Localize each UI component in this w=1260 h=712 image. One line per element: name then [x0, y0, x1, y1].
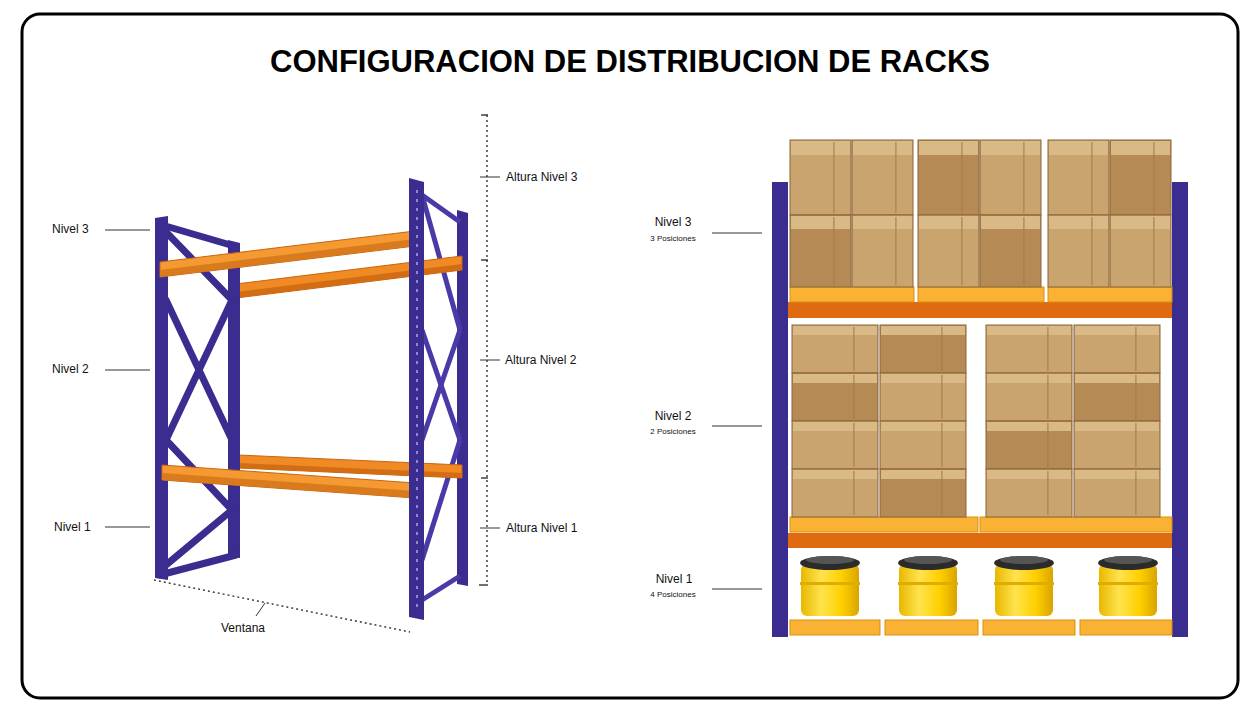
- pallet: [790, 517, 978, 532]
- cardboard-box: [986, 469, 1072, 517]
- cardboard-box: [1110, 140, 1171, 215]
- pallet: [1080, 620, 1172, 635]
- drum: [898, 556, 958, 616]
- level-label: Nivel 3: [655, 216, 692, 228]
- cardboard-box: [1074, 373, 1160, 421]
- dimension-label: Ventana: [221, 622, 265, 634]
- pallet: [790, 620, 880, 635]
- level-label: Nivel 2: [655, 410, 692, 422]
- diagram-title: CONFIGURACION DE DISTRIBUCION DE RACKS: [0, 46, 1260, 77]
- leader-lines: [712, 233, 762, 589]
- level-label: Nivel 1: [54, 521, 91, 533]
- height-label: Altura Nivel 3: [506, 171, 577, 183]
- pallet: [983, 620, 1075, 635]
- cardboard-box: [792, 325, 878, 373]
- rack-front: [772, 182, 1188, 637]
- frame-border: [22, 14, 1238, 698]
- leader-lines: [105, 177, 500, 616]
- rack-3d: [155, 178, 468, 620]
- cardboard-box: [918, 140, 979, 215]
- cardboard-box: [792, 373, 878, 421]
- level-label: Nivel 2: [52, 363, 89, 375]
- rack-load: [790, 140, 1172, 635]
- cardboard-box: [790, 140, 851, 215]
- cardboard-box: [852, 140, 913, 215]
- cardboard-box: [1074, 469, 1160, 517]
- cardboard-box: [1048, 140, 1109, 215]
- cardboard-box: [880, 373, 966, 421]
- cardboard-box: [880, 325, 966, 373]
- positions-note: 2 Posiciones: [650, 428, 695, 436]
- cardboard-box: [986, 421, 1072, 469]
- cardboard-box: [1110, 215, 1171, 287]
- dimension-lines: [154, 115, 488, 632]
- cardboard-box: [792, 469, 878, 517]
- drum: [1098, 556, 1158, 616]
- cardboard-box: [980, 215, 1041, 287]
- cardboard-box: [1048, 215, 1109, 287]
- drum: [994, 556, 1054, 616]
- cardboard-box: [790, 215, 851, 287]
- pallet: [1048, 287, 1172, 302]
- drum: [800, 556, 860, 616]
- level-label: Nivel 3: [52, 223, 89, 235]
- pallet: [885, 620, 978, 635]
- level-label: Nivel 1: [656, 573, 693, 585]
- cardboard-box: [918, 215, 979, 287]
- pallet: [790, 287, 914, 302]
- positions-note: 3 Posiciones: [650, 235, 695, 243]
- cardboard-box: [792, 421, 878, 469]
- cardboard-box: [1074, 325, 1160, 373]
- cardboard-box: [1074, 421, 1160, 469]
- cardboard-box: [980, 140, 1041, 215]
- pallet: [918, 287, 1044, 302]
- cardboard-box: [880, 469, 966, 517]
- height-label: Altura Nivel 1: [506, 522, 577, 534]
- positions-note: 4 Posiciones: [650, 591, 695, 599]
- pallet: [980, 517, 1172, 532]
- cardboard-box: [852, 215, 913, 287]
- cardboard-box: [986, 325, 1072, 373]
- cardboard-box: [986, 373, 1072, 421]
- height-label: Altura Nivel 2: [505, 354, 576, 366]
- cardboard-box: [880, 421, 966, 469]
